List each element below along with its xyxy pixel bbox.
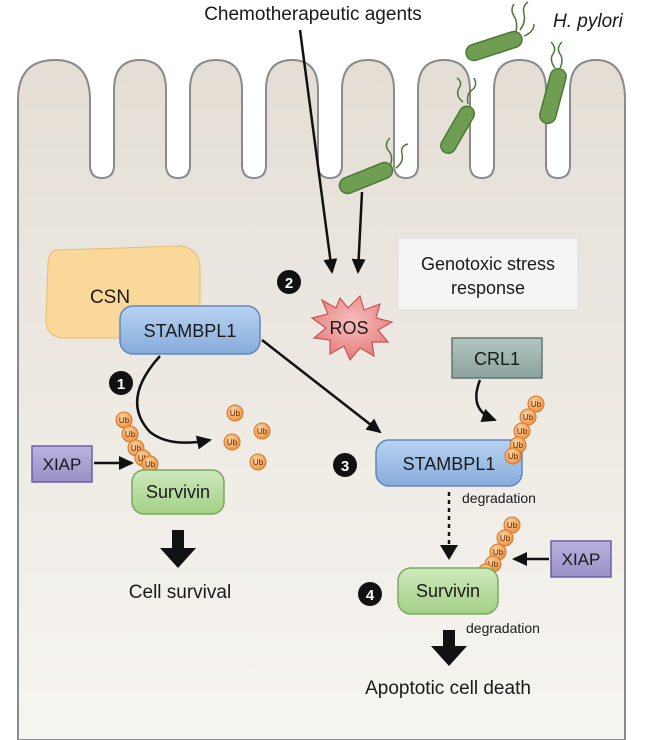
svg-text:Ub: Ub: [230, 409, 241, 418]
svg-text:Ub: Ub: [257, 427, 268, 436]
genotoxic-line1: Genotoxic stress: [421, 254, 555, 274]
survivin-left-label: Survivin: [146, 482, 210, 502]
step-badge-3: 3: [333, 453, 357, 477]
ros-burst: [310, 294, 394, 362]
xiap-left-label: XIAP: [43, 455, 82, 474]
stambpl1-right: [375, 439, 523, 487]
degradation-label-2: degradation: [466, 620, 540, 636]
step-badge-2: 2: [277, 270, 301, 294]
hpylori-arrow: [351, 191, 366, 274]
stambpl1-left-label: STAMBPL1: [144, 321, 237, 341]
chemo-label: Chemotherapeutic agents: [204, 4, 422, 25]
xiap-left: [31, 445, 93, 483]
svg-text:1: 1: [117, 376, 125, 393]
xiap-right: [550, 540, 612, 578]
ros-label: ROS: [329, 318, 368, 338]
crl1-ubiquitination-arrow: [475, 379, 497, 423]
svg-text:Ub: Ub: [125, 430, 136, 439]
genotoxic-box: [397, 237, 579, 311]
step-badge-4: 4: [358, 582, 382, 606]
survival-down-arrow: [160, 530, 196, 568]
stambpl1-to-stambpl1-arrow: [261, 339, 382, 434]
svg-text:Ub: Ub: [523, 413, 534, 422]
genotoxic-line2: response: [451, 278, 525, 298]
csn-label: CSN: [90, 287, 130, 308]
survivin-left-ub-chain: Ub Ub Ub Ub Ub: [115, 411, 159, 473]
dotted-arrow-head: [440, 545, 458, 560]
hpylori-label: H. pylori: [553, 11, 623, 32]
svg-text:2: 2: [285, 275, 293, 292]
cell-survival-label: Cell survival: [129, 582, 231, 603]
crl1-box: [451, 337, 543, 379]
crl1-label: CRL1: [474, 349, 520, 369]
stambpl1-right-ub-chain: Ub Ub Ub Ub Ub: [504, 395, 545, 465]
deubiquitination-arrow: [135, 355, 212, 450]
svg-text:4: 4: [366, 587, 375, 604]
survivin-right: [397, 567, 499, 615]
survivin-right-label: Survivin: [416, 581, 480, 601]
hpylori-bacteria: [338, 1, 567, 195]
svg-text:Ub: Ub: [253, 458, 264, 467]
step-badge-1: 1: [109, 371, 133, 395]
chemo-arrow: [298, 29, 338, 274]
apoptosis-down-arrow: [431, 630, 467, 666]
svg-text:Ub: Ub: [119, 416, 130, 425]
svg-text:Ub: Ub: [131, 444, 142, 453]
svg-text:Ub: Ub: [500, 534, 511, 543]
svg-text:Ub: Ub: [145, 460, 156, 469]
survivin-left: [131, 469, 225, 515]
xiap-right-label: XIAP: [562, 550, 601, 569]
svg-text:Ub: Ub: [507, 521, 518, 530]
apoptosis-label: Apoptotic cell death: [365, 678, 531, 699]
svg-text:Ub: Ub: [488, 560, 499, 569]
free-ub-cluster: Ub Ub Ub Ub: [223, 404, 271, 471]
stambpl1-right-label: STAMBPL1: [403, 454, 496, 474]
svg-text:Ub: Ub: [513, 441, 524, 450]
svg-text:Ub: Ub: [531, 400, 542, 409]
stambpl1-left: [119, 305, 261, 355]
degradation-label-1: degradation: [462, 490, 536, 506]
svg-text:Ub: Ub: [227, 438, 238, 447]
svg-text:Ub: Ub: [517, 427, 528, 436]
svg-text:Ub: Ub: [508, 452, 519, 461]
svg-text:Ub: Ub: [138, 454, 149, 463]
svg-text:3: 3: [341, 458, 349, 475]
svg-text:Ub: Ub: [493, 548, 504, 557]
